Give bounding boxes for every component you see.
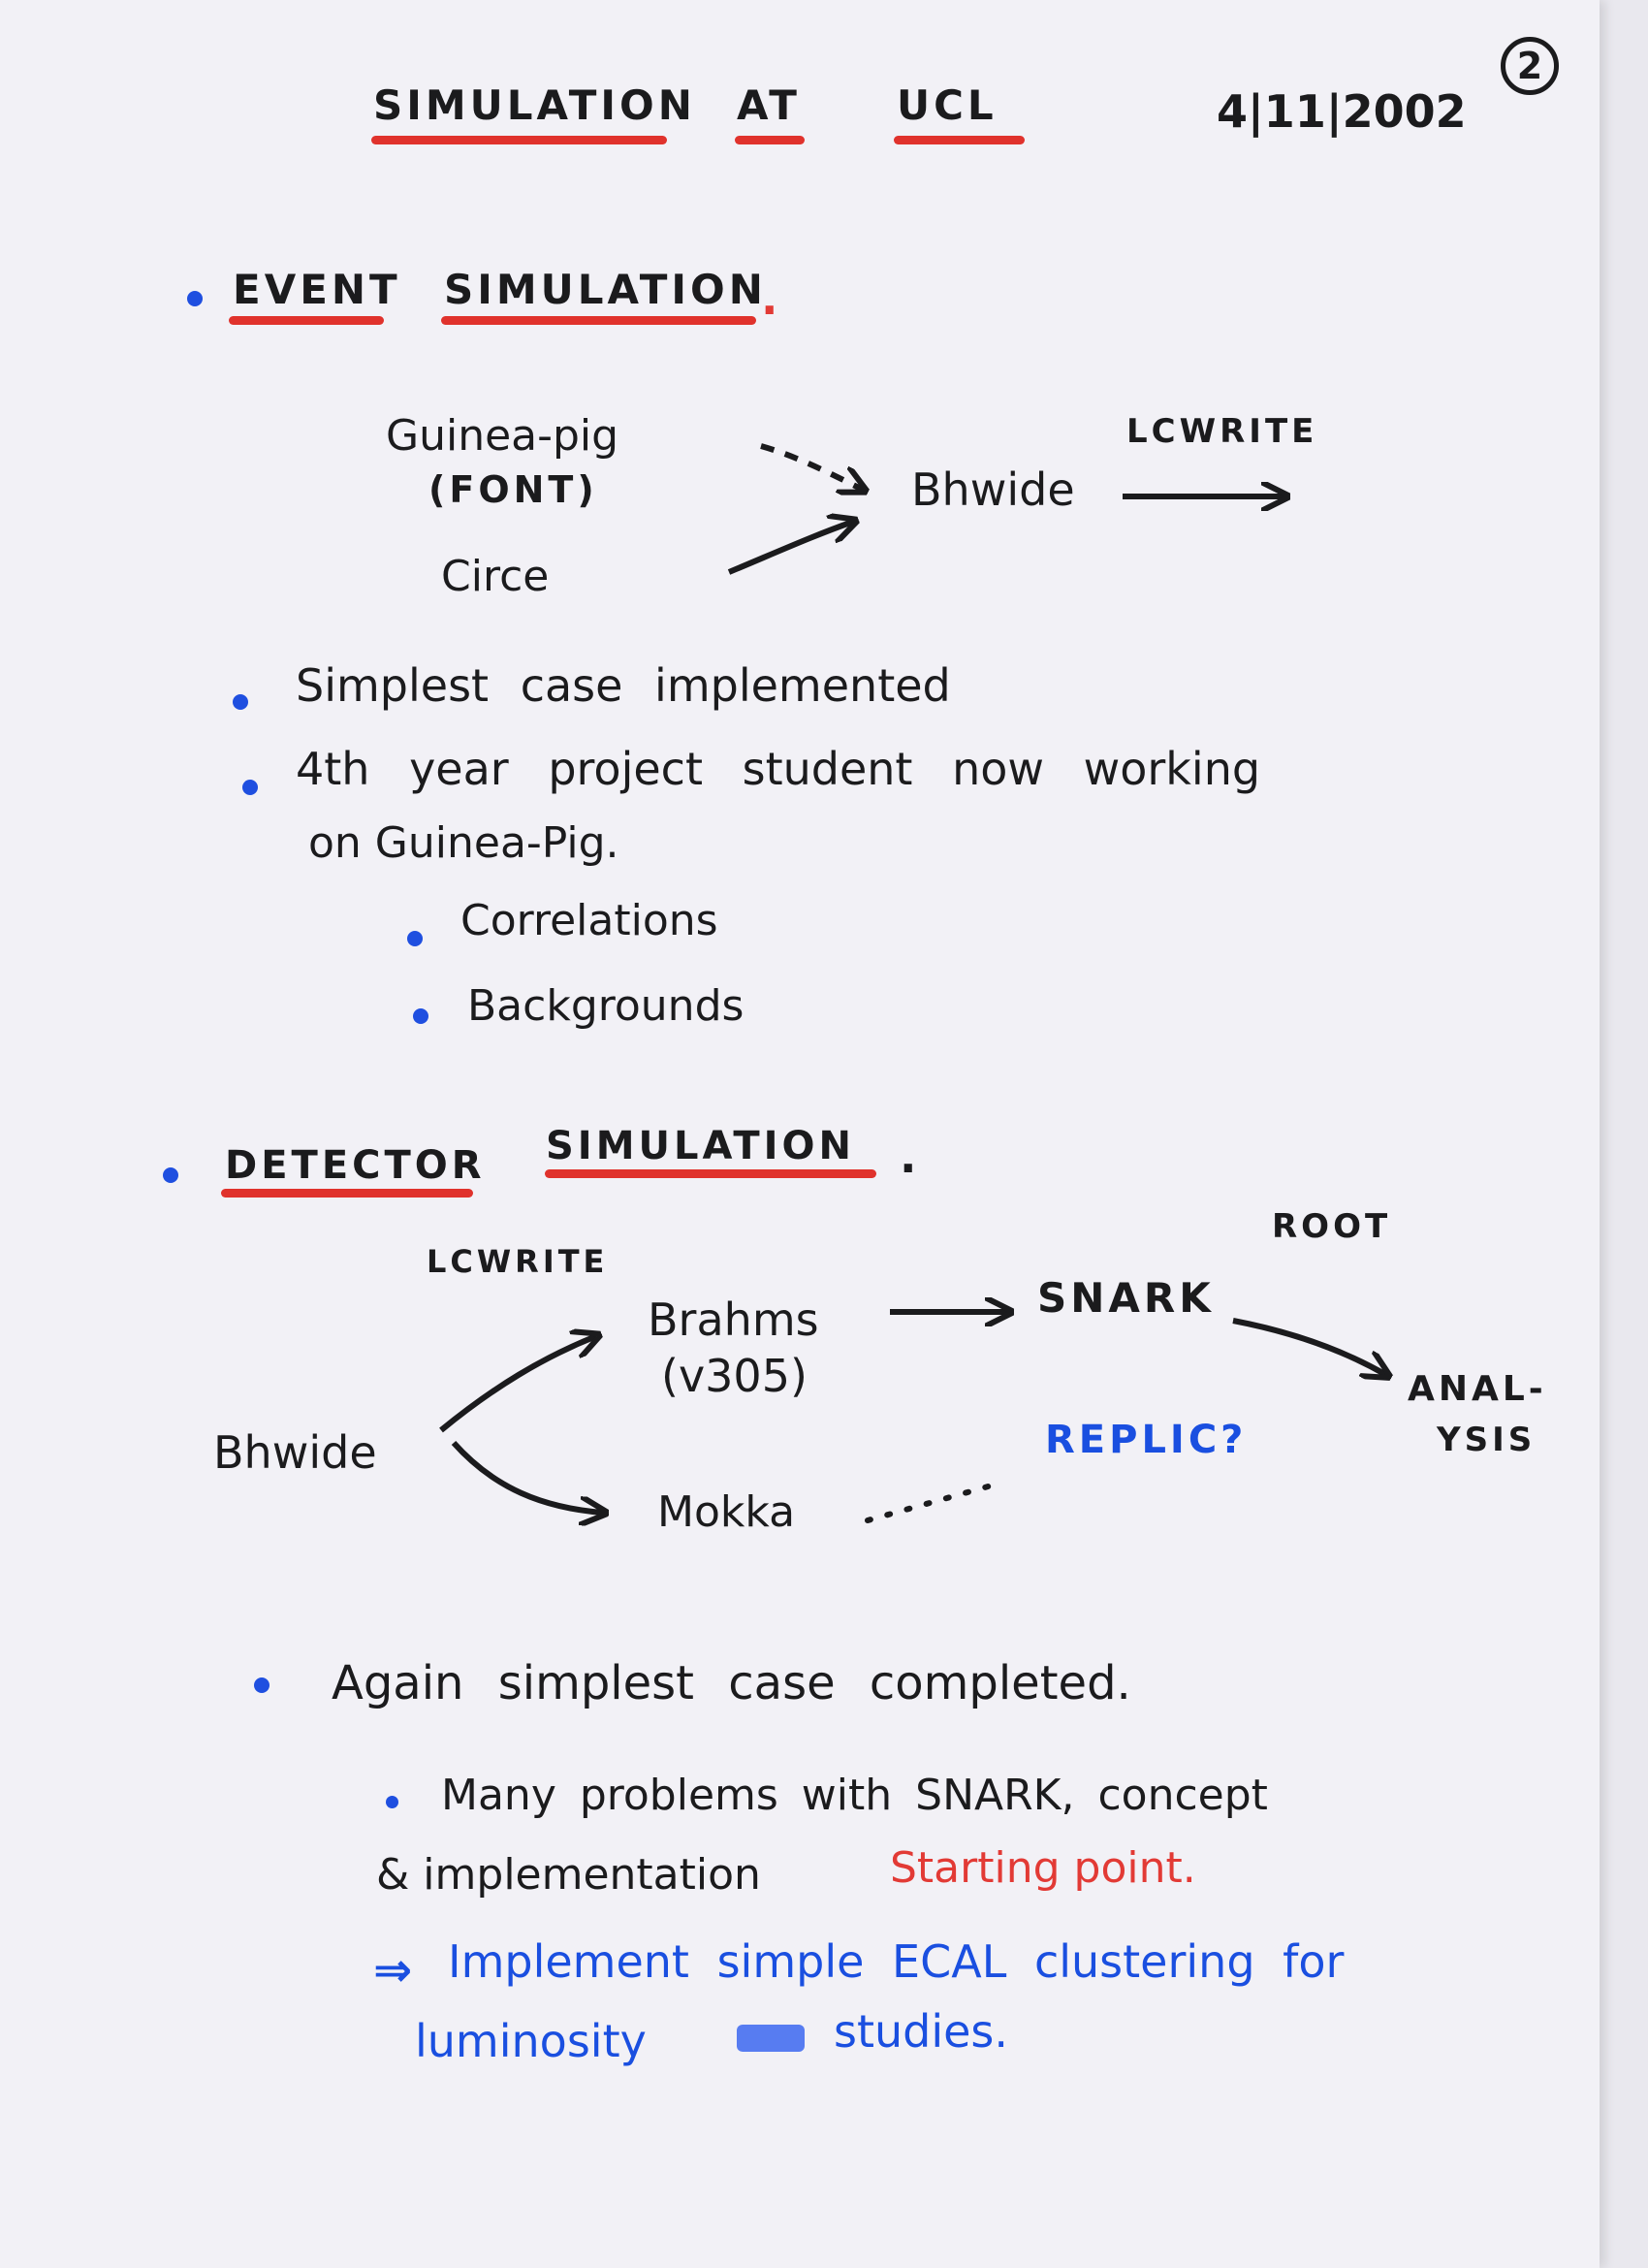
event-bullet-2: 4th year project student now working	[296, 743, 1261, 795]
conclusion-line-1: Implement simple ECAL clustering for	[448, 1935, 1345, 1988]
detector-bullet-1: Again simplest case completed.	[332, 1656, 1131, 1710]
page-number: 2	[1501, 37, 1559, 95]
title-date: 4|11|2002	[1217, 85, 1467, 138]
title-word-at: AT	[737, 81, 801, 129]
bullet-dot	[242, 780, 258, 795]
conclusion-arrow: ⇒	[373, 1943, 413, 1997]
analysis-label-line-1: ANAL-	[1408, 1369, 1547, 1409]
conclusion-line-2b: studies.	[834, 2005, 1009, 2058]
bhwide-to-brahms-arrow	[439, 1336, 596, 1433]
detector-bhwide-label: Bhwide	[213, 1426, 377, 1479]
replic-label: REPLIC?	[1045, 1418, 1248, 1462]
bullet-dot	[233, 694, 248, 710]
event-lcwrite-label: LCWRITE	[1126, 412, 1318, 451]
bullet-dot	[187, 291, 203, 306]
event-heading-underline-2	[441, 316, 756, 325]
event-heading-dot: .	[761, 272, 778, 325]
root-label: ROOT	[1272, 1207, 1392, 1246]
detector-lcwrite-label: LCWRITE	[427, 1243, 609, 1280]
conclusion-line-2a: luminosity	[415, 2015, 647, 2067]
brahms-version-label: (v305)	[661, 1350, 808, 1402]
bullet-dot	[386, 1796, 398, 1808]
brahms-label: Brahms	[648, 1294, 819, 1346]
detector-heading-word-1: DETECTOR	[225, 1143, 486, 1188]
detector-heading-dot: .	[900, 1131, 917, 1183]
handwritten-page: 2 SIMULATION AT UCL 4|11|2002 EVENT SIMU…	[163, 37, 1559, 2067]
circe-arrow	[727, 522, 853, 575]
event-bullet-2-cont: on Guinea-Pig.	[308, 818, 619, 868]
snark-label: SNARK	[1037, 1274, 1215, 1322]
bullet-dot	[254, 1677, 269, 1693]
detector-sub-line-2: & implementation	[376, 1850, 761, 1900]
event-heading-word-2: SIMULATION	[444, 266, 767, 313]
font-label: (FONT)	[428, 468, 598, 511]
title-word-ucl: UCL	[897, 81, 998, 129]
detector-sub-line-1: Many problems with SNARK, concept	[441, 1771, 1268, 1820]
guinea-pig-label: Guinea-pig	[386, 411, 619, 461]
title-underline-1	[371, 136, 667, 144]
title-underline-3	[894, 136, 1025, 144]
event-heading-underline-1	[229, 316, 384, 325]
bhwide-to-mokka-arrow	[451, 1441, 603, 1513]
detector-heading-word-2: SIMULATION	[546, 1124, 855, 1168]
starting-point-note: Starting point.	[890, 1843, 1196, 1893]
bullet-dot	[407, 931, 423, 946]
mokka-label: Mokka	[657, 1487, 796, 1537]
event-bhwide-label: Bhwide	[911, 463, 1075, 516]
sub-bullet-correlations: Correlations	[460, 896, 718, 945]
snark-to-analysis-arrow	[1232, 1318, 1386, 1375]
bullet-dot	[163, 1167, 178, 1183]
event-heading-word-1: EVENT	[233, 266, 401, 313]
sub-bullet-backgrounds: Backgrounds	[467, 981, 745, 1031]
title-underline-2	[735, 136, 805, 144]
bullet-dot	[413, 1008, 428, 1024]
circe-label: Circe	[441, 552, 550, 601]
ink-smudge	[737, 2025, 805, 2052]
detector-heading-underline-1	[221, 1189, 473, 1198]
mokka-dotted-line	[865, 1481, 1001, 1523]
title-word-simulation: SIMULATION	[373, 81, 696, 129]
guinea-dashed-arrow	[760, 443, 863, 490]
analysis-label-line-2: YSIS	[1437, 1421, 1537, 1459]
detector-heading-underline-2	[545, 1169, 876, 1178]
event-bullet-1: Simplest case implemented	[296, 659, 951, 712]
